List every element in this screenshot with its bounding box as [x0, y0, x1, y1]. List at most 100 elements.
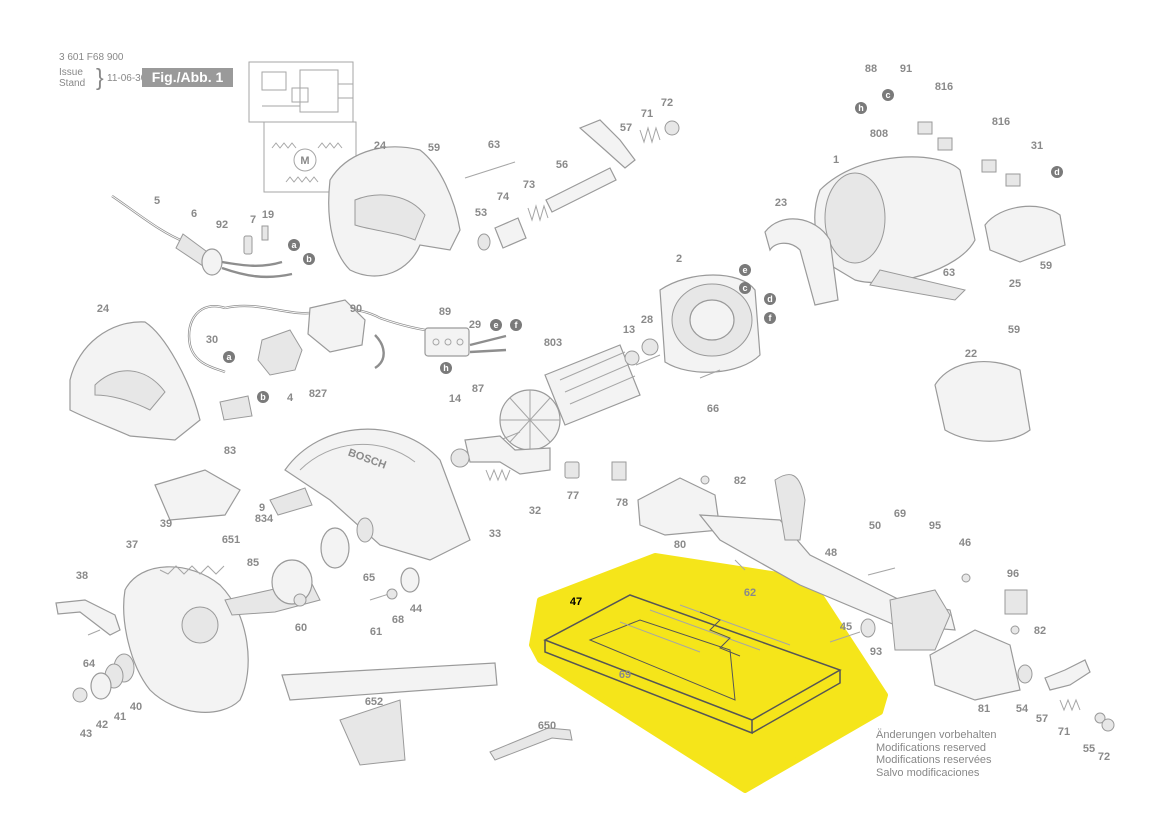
screw-50 [867, 567, 896, 576]
label-part-808: 808 [870, 128, 888, 140]
washer-68 [386, 588, 398, 600]
nut-46 [961, 573, 971, 583]
base-plate-47-highlight [529, 553, 888, 793]
connector-d-right: d [767, 294, 773, 304]
label-part-13: 13 [623, 324, 635, 336]
label-part-23: 23 [775, 197, 787, 209]
label-part-57-lower: 57 [1036, 713, 1048, 725]
label-part-87: 87 [472, 383, 484, 395]
switch-4 [257, 329, 303, 376]
washer-93 [860, 618, 876, 638]
figure-badge: Fig./Abb. 1 [142, 68, 233, 87]
label-part-14: 14 [449, 393, 462, 405]
label-part-38: 38 [76, 570, 88, 582]
connector-badges: a b a b e f h e c d f c h d [223, 89, 1063, 403]
lever-57 [578, 119, 636, 169]
label-part-39: 39 [160, 518, 172, 530]
label-part-48: 48 [825, 547, 837, 559]
label-part-59-cover: 59 [1008, 324, 1020, 336]
label-part-59-left: 59 [428, 142, 440, 154]
label-part-83: 83 [224, 445, 236, 457]
bracket-81 [929, 629, 1021, 701]
label-part-78: 78 [616, 497, 628, 509]
gear-834 [320, 527, 350, 569]
label-part-30: 30 [206, 334, 218, 346]
screw-43 [72, 687, 88, 703]
label-part-68: 68 [392, 614, 404, 626]
label-part-72-upper: 72 [661, 97, 673, 109]
cap-25 [984, 205, 1066, 263]
note-de: Änderungen vorbehalten [876, 729, 997, 741]
connector-f-right: f [769, 313, 773, 323]
connector-a-upper: a [291, 240, 297, 250]
label-part-2: 2 [676, 253, 682, 265]
label-part-71-upper: 71 [641, 108, 653, 120]
connector-f-left: f [515, 320, 519, 330]
bearing-13 [624, 350, 640, 366]
label-part-63-right: 63 [943, 267, 955, 279]
label-part-82-upper: 82 [734, 475, 746, 487]
connector-c-top: c [885, 90, 890, 100]
connector-e-right: e [742, 265, 747, 275]
label-part-4: 4 [287, 392, 294, 404]
label-part-93: 93 [870, 646, 882, 658]
label-part-56: 56 [556, 159, 568, 171]
connector-b-lower: b [260, 392, 266, 402]
bracket-80 [637, 477, 721, 536]
lever-38 [55, 599, 121, 636]
label-part-42: 42 [96, 719, 108, 731]
brush-holder-816-a [917, 121, 933, 135]
label-part-46: 46 [959, 537, 971, 549]
lower-guard-37 [123, 566, 249, 713]
flange-42 [90, 672, 112, 700]
screw-82-b [1010, 625, 1020, 635]
label-part-37: 37 [126, 539, 138, 551]
issue-label: Issue [59, 67, 83, 78]
label-part-652: 652 [365, 696, 383, 708]
label-part-60: 60 [295, 622, 307, 634]
label-part-816-lower: 816 [992, 116, 1010, 128]
electronic-module-90 [307, 299, 366, 353]
rip-fence-652 [281, 662, 498, 701]
spring-71 [639, 126, 661, 144]
shaft-56 [545, 167, 617, 213]
connector-h-top: h [858, 103, 864, 113]
stand-label: Stand [59, 78, 86, 89]
screw-82-a [700, 475, 710, 485]
part-78 [611, 461, 627, 481]
label-part-1: 1 [833, 154, 839, 166]
note-en: Modifications reserved [876, 741, 987, 754]
label-part-24-upper: 24 [374, 140, 387, 152]
label-part-31: 31 [1031, 140, 1043, 152]
screw-63 [464, 161, 516, 179]
cap-72 [664, 120, 680, 136]
label-part-25: 25 [1009, 278, 1021, 290]
blade-guard-827: BOSCH [284, 428, 471, 561]
cord-clamp-7 [243, 235, 253, 255]
motor-housing-1 [814, 156, 976, 301]
label-part-28: 28 [641, 314, 653, 326]
label-part-71-lower: 71 [1058, 726, 1070, 738]
label-part-41: 41 [114, 711, 126, 723]
label-part-43: 43 [80, 728, 92, 740]
ring-23 [764, 218, 839, 306]
issue-stand-label: Issue Stand [59, 67, 85, 89]
spring-33 [485, 468, 511, 482]
note-es: Salvo modificaciones [876, 766, 980, 779]
terminal-block-89 [424, 327, 470, 357]
label-part-53: 53 [475, 207, 487, 219]
label-part-22: 22 [965, 348, 977, 360]
brush-holder-816-d [1005, 173, 1021, 187]
label-part-64: 64 [83, 658, 96, 670]
label-part-63-upper: 63 [488, 139, 500, 151]
label-part-96: 96 [1007, 568, 1019, 580]
label-part-5: 5 [154, 195, 160, 207]
washer-55 [1094, 712, 1106, 724]
screw-64 [87, 629, 101, 636]
screw-66 [699, 369, 721, 379]
spring-39 [159, 565, 225, 575]
label-part-55: 55 [1083, 743, 1095, 755]
power-cord [111, 195, 293, 279]
connector-b-upper: b [306, 254, 312, 264]
